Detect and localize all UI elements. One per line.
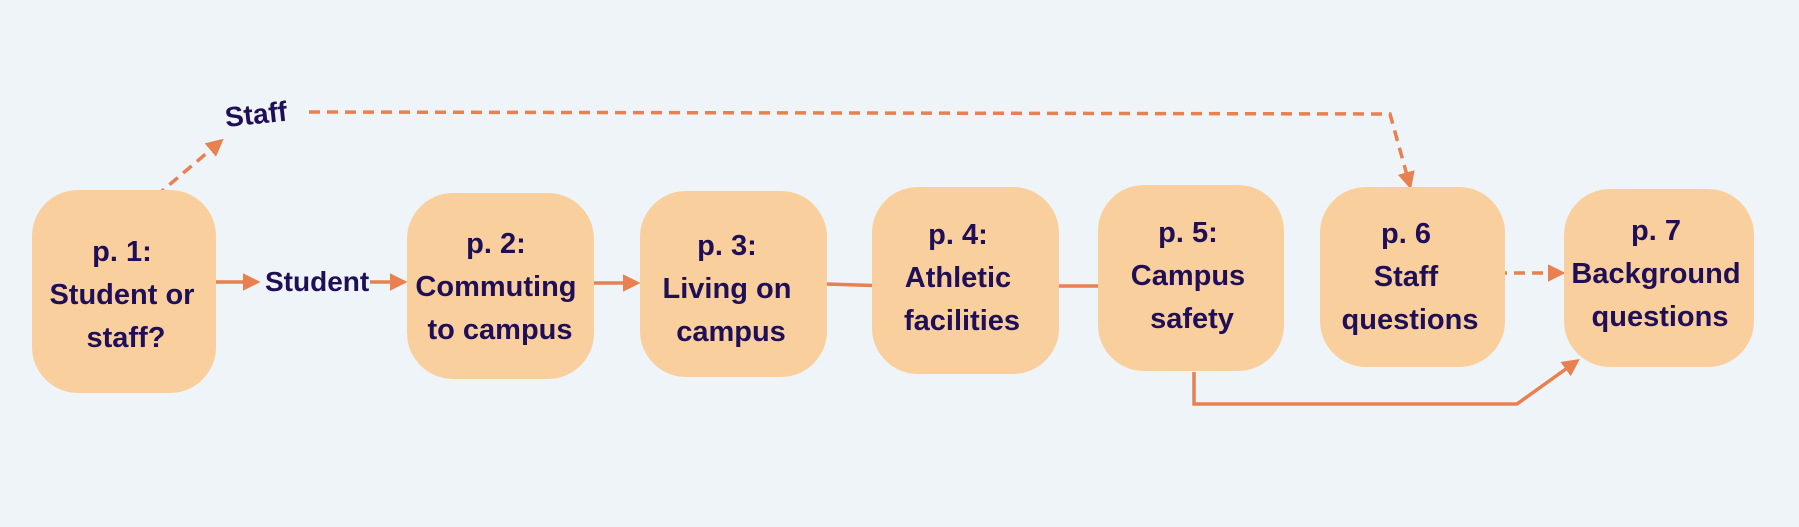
node-p3-line-2: Living on <box>663 273 792 305</box>
node-p7: p. 7 Background questions <box>1564 189 1754 367</box>
node-p1-line-2: Student or <box>49 279 194 311</box>
node-p5-label: p. 5: Campus safety <box>1131 217 1253 335</box>
node-p4-label: p. 4: Athletic facilities <box>904 219 1020 337</box>
edge-p5-to-p7 <box>1192 358 1580 406</box>
node-p4: p. 4: Athletic facilities <box>872 187 1059 374</box>
node-p7-box <box>1564 189 1754 367</box>
node-p3-line-3: campus <box>676 316 786 348</box>
node-p5-line-1: p. 5: <box>1158 217 1218 249</box>
node-p1-box <box>32 190 216 393</box>
node-p4-line-3: facilities <box>904 305 1020 337</box>
node-p4-line-1: p. 4: <box>928 219 988 251</box>
node-p4-box <box>872 187 1059 374</box>
node-p1-label: p. 1: Student or staff? <box>49 236 202 354</box>
node-p2-line-1: p. 2: <box>466 228 526 260</box>
node-p5-line-3: safety <box>1150 303 1234 335</box>
node-p2-box <box>407 193 594 379</box>
node-p3-label: p. 3: Living on campus <box>663 230 800 348</box>
edge-label-staff: Staff <box>223 96 289 133</box>
node-p5-box <box>1098 185 1284 371</box>
node-p7-line-2: Background <box>1571 258 1740 290</box>
node-p1-line-1: p. 1: <box>92 236 152 268</box>
node-p7-line-1: p. 7 <box>1631 215 1681 247</box>
node-p3: p. 3: Living on campus <box>640 191 827 377</box>
node-p6-label: p. 6 Staff questions <box>1342 218 1479 336</box>
edge-staff-to-p6 <box>308 110 1415 190</box>
node-p3-line-1: p. 3: <box>697 230 757 262</box>
node-p1-line-3: staff? <box>87 322 166 354</box>
node-p2: p. 2: Commuting to campus <box>407 193 594 379</box>
node-p6-line-2: Staff <box>1374 261 1439 293</box>
node-p7-line-3: questions <box>1592 301 1729 333</box>
node-p6: p. 6 Staff questions <box>1320 187 1505 367</box>
node-p2-line-2: Commuting <box>415 271 576 303</box>
node-p6-line-3: questions <box>1342 304 1479 336</box>
node-p3-box <box>640 191 827 377</box>
node-p5-line-2: Campus <box>1131 260 1245 292</box>
node-p1: p. 1: Student or staff? <box>32 190 216 393</box>
edge-label-student: Student <box>265 266 369 297</box>
node-p6-box <box>1320 187 1505 367</box>
node-p4-line-2: Athletic <box>905 262 1011 294</box>
node-p2-label: p. 2: Commuting to campus <box>415 228 584 346</box>
node-p2-line-3: to campus <box>427 314 572 346</box>
node-p5: p. 5: Campus safety <box>1098 185 1284 371</box>
node-p6-line-1: p. 6 <box>1381 218 1431 250</box>
node-p7-label: p. 7 Background questions <box>1571 215 1748 333</box>
